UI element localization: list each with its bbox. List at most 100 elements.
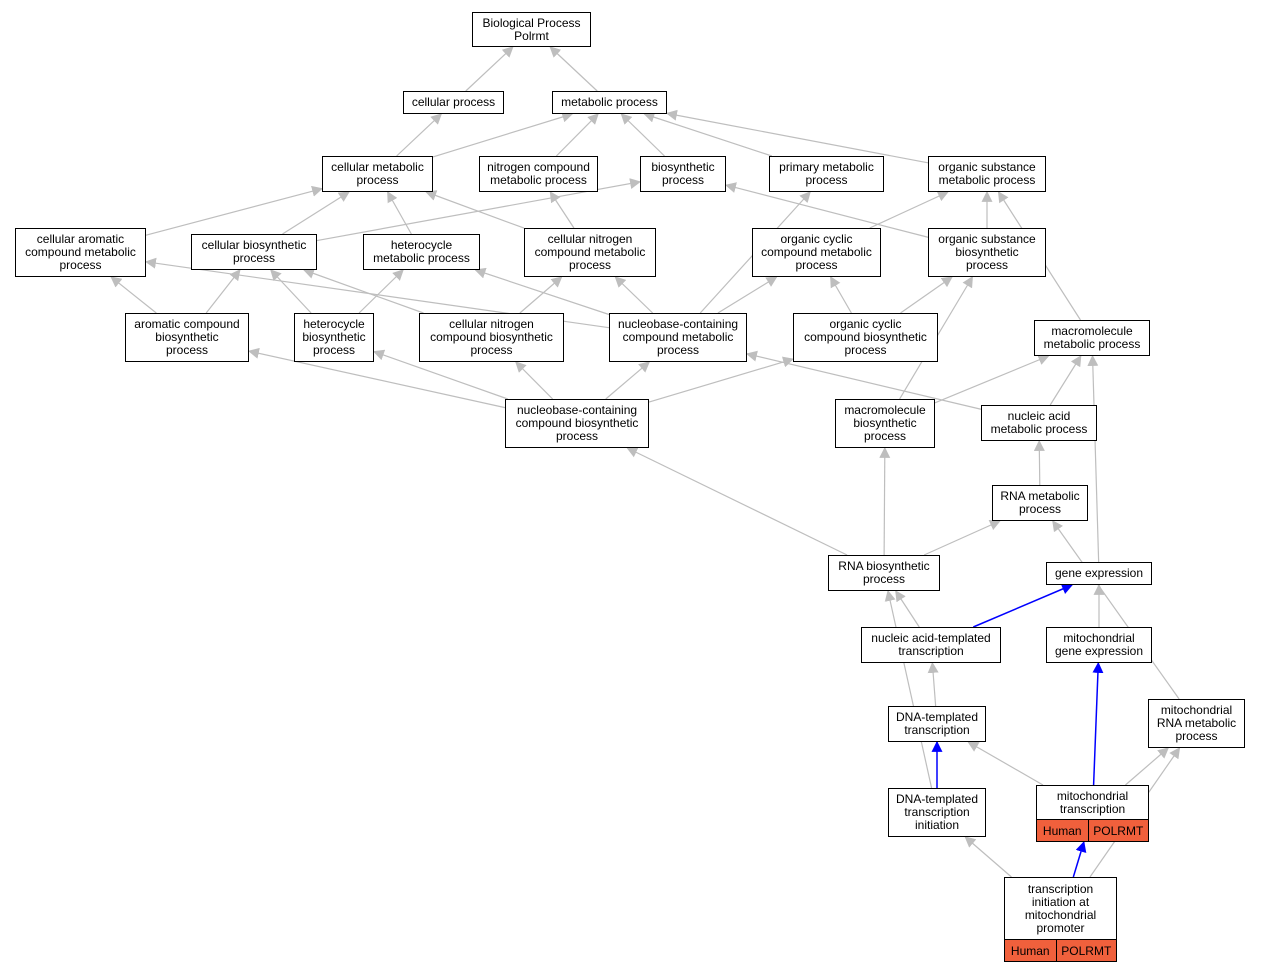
edge-rbp-to-mbp — [879, 446, 891, 556]
go-term-label: RNA biosynthetic process — [838, 559, 930, 586]
edge-nbcmp-to-hmp — [474, 267, 610, 316]
go-term-node-nbcmp[interactable]: nucleobase-containing compound metabolic… — [609, 313, 747, 362]
go-term-node-cp[interactable]: cellular process — [403, 91, 504, 114]
go-term-node-occbp[interactable]: organic cyclic compound biosynthetic pro… — [793, 313, 938, 362]
go-term-node-mp[interactable]: metabolic process — [552, 91, 667, 114]
edge-cacmp-to-cmp — [145, 185, 324, 236]
go-term-node-osmp[interactable]: organic substance metabolic process — [928, 156, 1046, 192]
edge-natt-to-rbp — [895, 590, 920, 628]
go-term-node-mbp[interactable]: macromolecule biosynthetic process — [835, 399, 935, 448]
edge-mt-to-dtt — [967, 741, 1044, 786]
edge-occmp-to-osmp — [869, 191, 949, 229]
edge-hmp-to-cmp — [387, 191, 412, 235]
go-term-label: organic substance biosynthetic process — [938, 232, 1036, 272]
go-term-label: macromolecule metabolic process — [1043, 324, 1141, 351]
go-term-node-rmp[interactable]: RNA metabolic process — [992, 485, 1088, 521]
go-term-label: mitochondrial gene expression — [1054, 631, 1144, 658]
edge-cncmp-to-cmp — [425, 190, 525, 229]
gene-cell: POLRMT — [1087, 820, 1148, 841]
edge-mt-to-mge — [1092, 661, 1104, 786]
go-term-node-hmp[interactable]: heterocycle metabolic process — [363, 234, 480, 270]
go-term-label: cellular metabolic process — [331, 160, 424, 187]
edge-timp-to-dtti — [964, 836, 1012, 878]
edge-nbcbp-to-cncbp — [515, 361, 554, 400]
go-term-label: cellular biosynthetic process — [201, 238, 307, 265]
go-term-node-ncmp[interactable]: nitrogen compound metabolic process — [479, 156, 598, 192]
edge-bsp-to-mp — [620, 113, 665, 157]
go-term-label: heterocycle metabolic process — [373, 238, 470, 265]
go-term-label: RNA metabolic process — [1000, 489, 1080, 516]
go-term-label: macromolecule biosynthetic process — [844, 403, 926, 443]
go-term-label: primary metabolic process — [779, 160, 874, 187]
edge-cncbp-to-cncmp — [519, 276, 563, 314]
go-term-label: gene expression — [1054, 566, 1144, 580]
go-term-label: transcription initiation at mitochondria… — [1024, 881, 1097, 935]
edge-acbp-to-cbp — [205, 269, 241, 314]
go-term-node-mmp[interactable]: macromolecule metabolic process — [1034, 320, 1150, 356]
go-term-label: nucleobase-containing compound metabolic… — [617, 317, 739, 357]
go-term-node-dtt[interactable]: DNA-templated transcription — [888, 706, 986, 742]
go-term-node-nbcbp[interactable]: nucleobase-containing compound biosynthe… — [505, 399, 649, 448]
go-term-label: DNA-templated transcription — [895, 710, 979, 737]
go-term-label: mitochondrial RNA metabolic process — [1156, 703, 1237, 743]
edge-nbcbp-to-acbp — [247, 347, 506, 409]
edge-mbp-to-mmp — [934, 354, 1050, 404]
go-term-label: DNA-templated transcription initiation — [895, 792, 979, 832]
go-term-node-bp[interactable]: Biological Process Polrmt — [472, 12, 591, 47]
go-term-node-pmp[interactable]: primary metabolic process — [769, 156, 884, 192]
go-term-node-acbp[interactable]: aromatic compound biosynthetic process — [125, 313, 249, 362]
go-term-label: cellular aromatic compound metabolic pro… — [25, 232, 136, 272]
go-term-node-timp[interactable]: transcription initiation at mitochondria… — [1004, 877, 1117, 940]
go-term-node-mrmp[interactable]: mitochondrial RNA metabolic process — [1148, 699, 1245, 748]
go-term-node-dtti[interactable]: DNA-templated transcription initiation — [888, 788, 986, 837]
go-term-node-occmp[interactable]: organic cyclic compound metabolic proces… — [752, 228, 881, 277]
go-term-label: organic cyclic compound biosynthetic pro… — [804, 317, 927, 357]
go-term-label: heterocycle biosynthetic process — [302, 317, 366, 357]
go-term-node-hbp[interactable]: heterocycle biosynthetic process — [294, 313, 374, 362]
edge-namp-to-mmp — [1049, 355, 1082, 406]
go-term-label: cellular nitrogen compound metabolic pro… — [534, 232, 646, 272]
go-term-node-namp[interactable]: nucleic acid metabolic process — [981, 405, 1097, 441]
edge-pmp-to-mp — [643, 111, 773, 157]
go-term-label: cellular nitrogen compound biosynthetic … — [430, 317, 553, 357]
edge-rbp-to-nbcbp — [626, 447, 848, 556]
edge-mp-to-bp — [549, 46, 598, 92]
edge-cncbp-to-cbp — [302, 268, 424, 314]
edge-hbp-to-cbp — [270, 269, 312, 314]
go-term-node-cacmp[interactable]: cellular aromatic compound metabolic pro… — [15, 228, 146, 277]
go-term-node-cncbp[interactable]: cellular nitrogen compound biosynthetic … — [419, 313, 564, 362]
species-cell: Human — [1042, 823, 1082, 838]
go-term-label: nucleic acid metabolic process — [990, 409, 1088, 436]
edge-acbp-to-cacmp — [110, 276, 157, 314]
go-term-node-natt[interactable]: nucleic acid-templated transcription — [861, 627, 1001, 663]
go-term-node-mge[interactable]: mitochondrial gene expression — [1046, 627, 1152, 663]
edge-nbcbp-to-nbcmp — [605, 361, 651, 400]
go-term-node-cmp[interactable]: cellular metabolic process — [322, 156, 433, 192]
edge-cp-to-bp — [465, 46, 514, 92]
go-term-label: organic cyclic compound metabolic proces… — [761, 232, 872, 272]
gene-cell: POLRMT — [1055, 940, 1116, 961]
go-term-node-cncmp[interactable]: cellular nitrogen compound metabolic pro… — [524, 228, 656, 277]
go-term-node-bsp[interactable]: biosynthetic process — [640, 156, 726, 192]
go-term-node-ge[interactable]: gene expression — [1046, 562, 1152, 585]
go-term-node-mt[interactable]: mitochondrial transcription — [1036, 785, 1149, 820]
edge-cmp-to-mp — [432, 111, 574, 158]
edge-osmp-to-mp — [665, 109, 929, 164]
go-term-node-rbp[interactable]: RNA biosynthetic process — [828, 555, 940, 591]
edge-dtti-to-rbp — [884, 589, 933, 789]
edge-rmp-to-namp — [1033, 439, 1045, 486]
annotation-row-mt: Human POLRMT — [1036, 819, 1149, 842]
go-term-label: aromatic compound biosynthetic process — [134, 317, 240, 357]
edge-natt-to-ge — [972, 583, 1073, 628]
edge-ncmp-to-mp — [555, 113, 599, 157]
go-term-label: nucleobase-containing compound biosynthe… — [515, 403, 639, 443]
go-term-node-cbp[interactable]: cellular biosynthetic process — [191, 234, 317, 270]
go-term-node-osbp[interactable]: organic substance biosynthetic process — [928, 228, 1046, 277]
go-term-label: nucleic acid-templated transcription — [871, 631, 991, 658]
edge-dtt-to-natt — [927, 661, 939, 707]
edge-cmp-to-cp — [396, 113, 443, 157]
edge-mrmp-to-rmp — [1052, 520, 1180, 700]
